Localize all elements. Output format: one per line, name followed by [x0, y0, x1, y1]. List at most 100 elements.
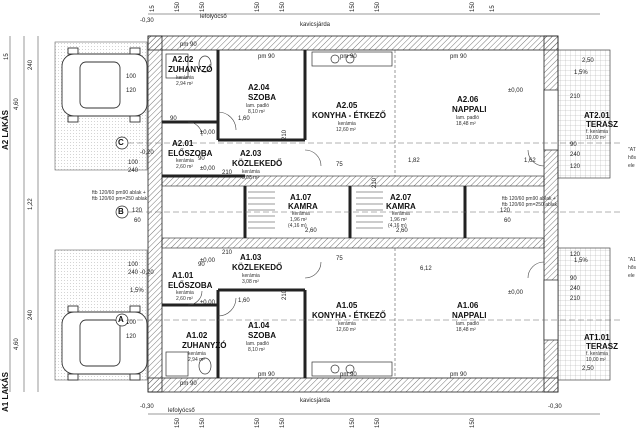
- room-area: 2,60 m²: [176, 296, 193, 302]
- opening-label: pm 90: [450, 372, 467, 378]
- terrace-door: [543, 89, 559, 341]
- dim-value: 100: [128, 262, 139, 268]
- right-note: hős: [628, 155, 637, 161]
- room-name: ELŐSZOBA: [168, 281, 213, 290]
- room-code: A2.01: [172, 139, 194, 148]
- dim-value: 120: [126, 88, 137, 94]
- room-code: A2.06: [457, 95, 479, 104]
- slope-mark: 1,5%: [574, 70, 588, 76]
- level-mark: ±0,00: [508, 88, 523, 94]
- dim-value: 120: [570, 252, 581, 258]
- level-mark: ±0,00: [508, 290, 523, 296]
- dim-value: 150: [350, 417, 356, 428]
- room-area: 1,96 m²: [290, 217, 307, 223]
- window-note: ftb 120/60 pm=250 ablak: [502, 202, 558, 208]
- dim-value: 1,60: [238, 298, 250, 304]
- room-area: 18,48 m²: [456, 121, 476, 127]
- room-name: SZOBA: [248, 331, 276, 340]
- room-code: A2.02: [172, 55, 194, 64]
- room-finish: kerámia: [338, 321, 356, 327]
- room-area: 10,00 m²: [586, 357, 606, 363]
- room-finish: lam. padló: [456, 321, 480, 327]
- dim-value: 240: [570, 152, 581, 158]
- level-mark: ±0,00: [200, 130, 215, 136]
- room-code: A1.06: [457, 301, 479, 310]
- dim-value: 1,82: [408, 158, 420, 164]
- room-area: 12,60 m²: [336, 127, 356, 133]
- dim-value: 150: [200, 417, 206, 428]
- dim-value: 210: [570, 296, 581, 302]
- dim-value: 90: [570, 142, 577, 148]
- room-code: AT2.01: [584, 111, 610, 120]
- room-name: SZOBA: [248, 93, 276, 102]
- dim-value: 240: [28, 309, 34, 320]
- grid-axis-lines: [128, 142, 620, 321]
- room-area: 8,10 m²: [248, 109, 265, 115]
- level-mark: -0,20: [140, 270, 154, 276]
- stair-icon: [248, 191, 383, 229]
- dim-value: 1,22: [28, 198, 34, 210]
- opening-label: pm 90: [258, 54, 275, 60]
- gravel-path-note: kavicsjárda: [300, 398, 331, 404]
- car-icon: [61, 305, 148, 381]
- dim-value: 90: [170, 116, 177, 122]
- opening-label: pm 90: [258, 372, 275, 378]
- opening-label: pm 90: [180, 381, 197, 387]
- room-name: NAPPALI: [452, 105, 487, 114]
- dim-value: 240: [128, 270, 139, 276]
- downpipe-note: lefolyócső: [168, 408, 195, 414]
- terrace-at1: [557, 247, 611, 381]
- room-finish: kerámia: [392, 211, 410, 217]
- room-area: 18,48 m²: [456, 327, 476, 333]
- dim-value: 240: [28, 59, 34, 70]
- room-code: A1.01: [172, 271, 194, 280]
- kitchen-counter: [311, 51, 393, 377]
- room-finish: f. kerámia: [586, 351, 608, 357]
- room-finish: kerámia: [176, 290, 194, 296]
- room-code: AT1.01: [584, 333, 610, 342]
- dim-value: 60: [504, 218, 511, 224]
- bathroom-fixtures: [165, 53, 212, 377]
- room-code: A1.04: [248, 321, 270, 330]
- level-mark: ±0,00: [200, 166, 215, 172]
- dim-value: 2,50: [582, 58, 594, 64]
- dim-value: 4,60: [14, 338, 20, 350]
- dim-value: 75: [336, 256, 343, 262]
- dim-value: 60: [134, 218, 141, 224]
- car-icon: [61, 47, 148, 123]
- room-code: A2.07: [390, 193, 412, 202]
- room-finish: lam. padló: [456, 115, 480, 121]
- dim-value: 210: [372, 177, 378, 188]
- opening-label: pm 90: [450, 54, 467, 60]
- dim-value: 120: [132, 208, 143, 214]
- room-name: KAMRA: [386, 202, 416, 211]
- dim-value: 150: [470, 1, 476, 12]
- dim-value: 210: [570, 94, 581, 100]
- room-finish: lam. padló: [246, 103, 270, 109]
- dimension-lines: [9, 13, 600, 415]
- dim-value: 150: [470, 417, 476, 428]
- dim-value: 4,60: [14, 98, 20, 110]
- room-name: ZUHANYZÓ: [182, 341, 227, 350]
- room-area: 8,10 m²: [248, 347, 265, 353]
- dim-value: 150: [175, 417, 181, 428]
- room-area: 1,96 m²: [390, 217, 407, 223]
- terrace-at2: [557, 49, 611, 179]
- opening-label: pm 90: [180, 42, 197, 48]
- room-finish: kerámia: [242, 273, 260, 279]
- room-area: 10,00 m²: [586, 135, 606, 141]
- right-note: hős: [628, 265, 637, 271]
- room-code: A2.03: [240, 149, 262, 158]
- dim-value: 120: [500, 208, 511, 214]
- grid-axis-markers: [115, 136, 129, 327]
- door-swings: [187, 111, 545, 317]
- dim-value: 150: [200, 1, 206, 12]
- dim-value: 15: [490, 5, 496, 12]
- dim-value: 15: [4, 53, 10, 60]
- dim-value: 90: [198, 156, 205, 162]
- room-area: 3,08 m²: [242, 279, 259, 285]
- room-size: (4,16 m): [388, 223, 407, 229]
- level-mark: -0,30: [140, 404, 154, 410]
- dim-value: 150: [280, 1, 286, 12]
